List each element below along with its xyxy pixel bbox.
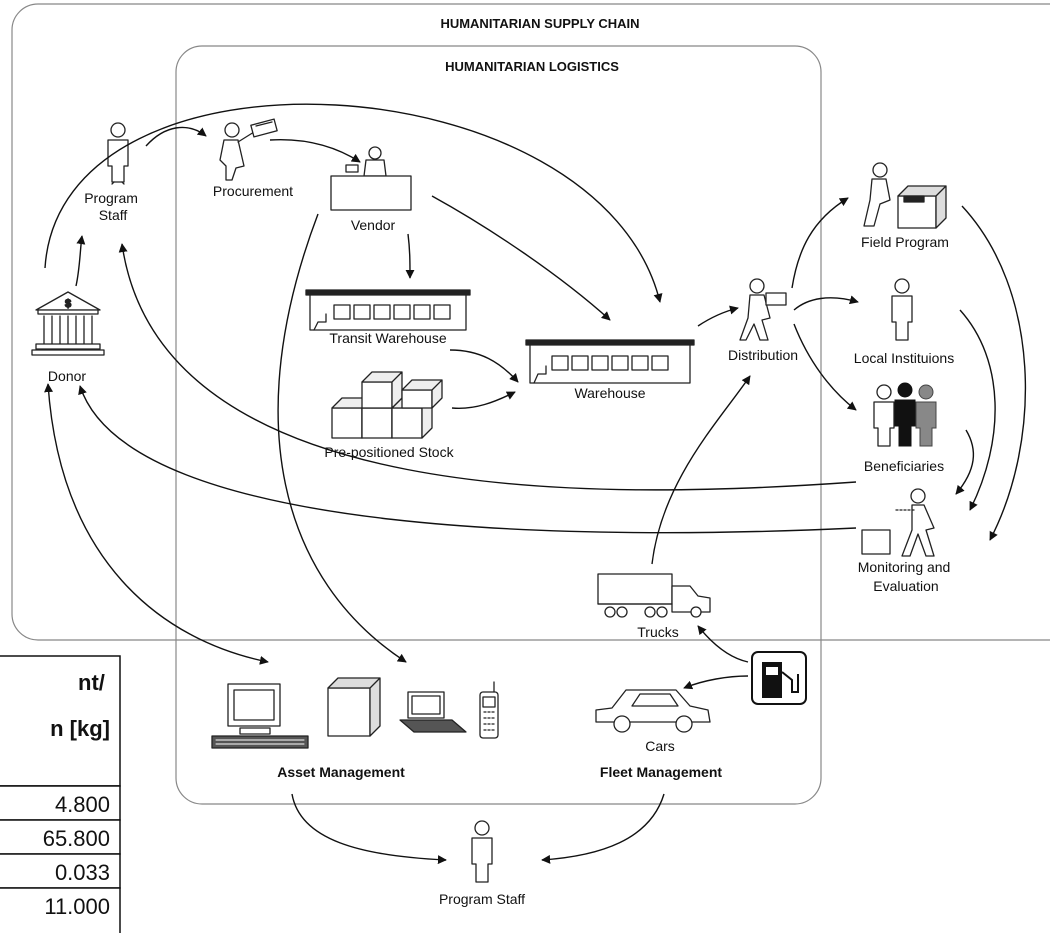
arrow-distribution-to-local-institutions <box>793 295 859 311</box>
arrow-trucks-to-distribution <box>651 375 751 565</box>
arrow-vendor-to-asset-management <box>277 213 407 663</box>
car-icon <box>595 689 711 733</box>
arrow-donor-to-distribution-overarch <box>44 103 663 303</box>
procurement-person-icon <box>219 118 278 181</box>
label-procurement: Procurement <box>213 183 293 199</box>
arrow-local-institutions-to-monitoring <box>959 309 996 511</box>
table-cell-3: 0.033 <box>55 860 110 885</box>
label-warehouse: Warehouse <box>574 385 645 401</box>
label-trucks: Trucks <box>637 624 678 640</box>
arrow-vendor-to-transit-warehouse <box>405 233 415 279</box>
label-program-staff-bottom: Program Staff <box>439 891 525 907</box>
label-monitoring-line1: Monitoring and <box>858 559 951 575</box>
label-beneficiaries: Beneficiaries <box>864 458 944 474</box>
table-cell-1: 4.800 <box>55 792 110 817</box>
arrow-stock-to-warehouse <box>451 391 516 410</box>
label-vendor: Vendor <box>351 217 396 233</box>
label-program-staff-top: Program Staff <box>84 190 142 223</box>
computer-icon <box>211 683 309 749</box>
svg-text:$: $ <box>65 298 71 310</box>
arrow-monitoring-to-program-staff <box>118 243 857 491</box>
arrow-field-program-to-monitoring <box>961 205 1027 541</box>
monitoring-evaluation-icon <box>861 488 935 557</box>
laptop-icon <box>399 691 467 733</box>
label-monitoring-line2: Evaluation <box>873 578 938 594</box>
label-local-institutions: Local Instituions <box>854 350 954 366</box>
box-icon <box>327 677 381 737</box>
flow-arrows <box>44 103 1027 865</box>
supply-chain-region <box>11 3 1050 641</box>
arrow-donor-to-program-staff <box>75 235 86 287</box>
donor-bank-icon: $ <box>31 291 105 356</box>
warehouse-icon <box>525 339 695 384</box>
arrow-distribution-to-field-program <box>791 197 849 289</box>
arrow-fuel-to-trucks <box>697 625 749 663</box>
field-program-icon <box>863 162 947 229</box>
transit-warehouse-icon <box>305 289 471 331</box>
program-staff-person-icon <box>107 122 129 185</box>
fuel-pump-icon <box>751 651 807 705</box>
pre-positioned-stock-icon <box>331 371 443 439</box>
program-staff-bottom-person-icon <box>471 820 493 883</box>
arrow-fleet-to-program-staff <box>541 793 665 864</box>
arrow-distribution-to-beneficiaries <box>793 323 857 411</box>
label-pre-positioned-stock: Pre-positioned Stock <box>324 444 454 460</box>
label-fleet-management: Fleet Management <box>600 764 722 780</box>
arrow-asset-to-program-staff <box>291 793 447 865</box>
table-header-line1: nt/ <box>78 670 105 695</box>
supply-chain-title: HUMANITARIAN SUPPLY CHAIN <box>440 16 639 31</box>
label-monitoring-evaluation: Monitoring and Evaluation <box>858 559 955 594</box>
label-cars: Cars <box>645 738 675 754</box>
label-field-program: Field Program <box>861 234 949 250</box>
mobile-phone-icon <box>479 681 499 739</box>
label-program-staff-line2: Staff <box>99 207 128 223</box>
arrow-procurement-to-vendor <box>269 138 361 163</box>
label-asset-management: Asset Management <box>277 764 405 780</box>
label-transit-warehouse: Transit Warehouse <box>329 330 446 346</box>
arrow-vendor-to-warehouse <box>431 195 611 321</box>
truck-icon <box>597 573 711 618</box>
distribution-person-icon <box>739 278 787 341</box>
label-distribution: Distribution <box>728 347 798 363</box>
table-cell-4: 11.000 <box>44 894 110 919</box>
vendor-desk-icon <box>330 146 412 211</box>
label-donor: Donor <box>48 368 86 384</box>
arrow-warehouse-to-distribution <box>697 305 739 327</box>
arrow-fuel-to-cars <box>683 675 749 690</box>
arrow-program-staff-to-procurement <box>145 126 207 147</box>
table-cell-2: 65.800 <box>43 826 110 851</box>
label-program-staff-line1: Program <box>84 190 138 206</box>
arrow-beneficiaries-to-monitoring <box>955 429 975 495</box>
table-header-line2: n [kg] <box>50 716 110 741</box>
arrow-donor-asset-management <box>44 383 269 665</box>
logistics-title: HUMANITARIAN LOGISTICS <box>445 59 619 74</box>
arrow-transit-to-warehouse <box>449 349 519 383</box>
local-institutions-person-icon <box>891 278 913 341</box>
table-fragment: nt/ n [kg] 4.800 65.800 0.033 11.000 <box>0 655 121 933</box>
beneficiaries-group-icon <box>873 382 937 447</box>
